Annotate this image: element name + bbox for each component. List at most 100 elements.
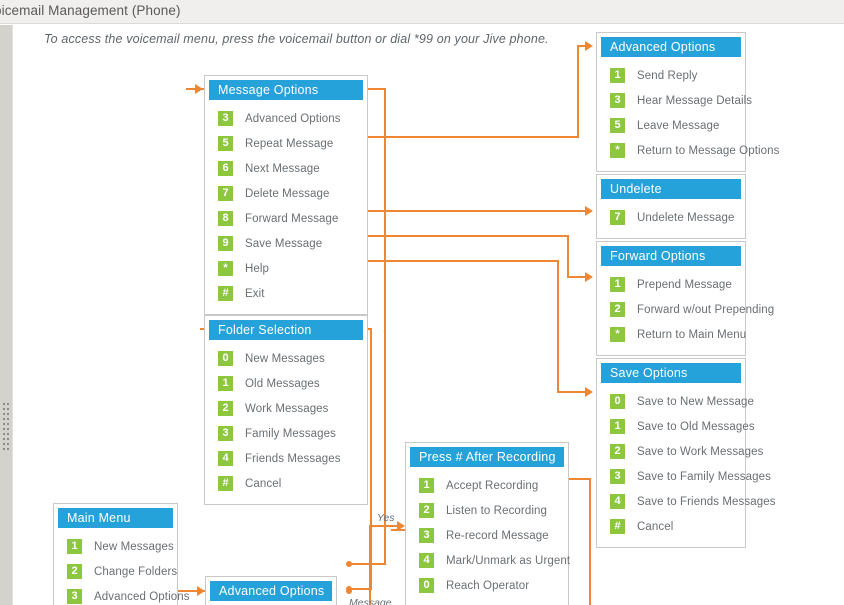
- menu-item-label: Advanced Options: [245, 112, 341, 125]
- box-items-undelete: 7 Undelete Message: [597, 199, 745, 238]
- key-badge: 1: [610, 68, 625, 83]
- connector-new-messages-h1: [349, 563, 385, 565]
- menu-item[interactable]: 5 Repeat Message: [209, 131, 363, 156]
- menu-item-label: Save to New Message: [637, 395, 754, 408]
- menu-item[interactable]: 7 Delete Message: [209, 181, 363, 206]
- menu-item[interactable]: 1 Prepend Message: [601, 272, 741, 297]
- menu-item[interactable]: 1 New Messages: [58, 534, 174, 559]
- connector-accept-recording-v: [589, 478, 591, 605]
- menu-item-label: Change Folders: [94, 565, 178, 578]
- connector-press-box-left-stub: [391, 529, 405, 531]
- menu-item[interactable]: # Cancel: [601, 514, 741, 539]
- menu-item-label: Next Message: [245, 162, 320, 175]
- menu-item[interactable]: 3 Advanced Options: [209, 106, 363, 131]
- menu-item[interactable]: 3 Save to Family Messages: [601, 464, 771, 489]
- edge-label-message: Message: [349, 597, 392, 605]
- menu-item[interactable]: 9 Save Message: [209, 231, 363, 256]
- menu-item[interactable]: 0 Save to New Message: [601, 389, 754, 414]
- splitter-grip-handle[interactable]: [3, 403, 9, 453]
- connector-advanced-top-v: [577, 45, 579, 138]
- menu-item-label: Reach Operator: [446, 579, 530, 592]
- box-advanced-options-top[interactable]: Advanced Options 1 Send Reply 3 Hear Mes…: [596, 32, 779, 172]
- menu-item-label: New Messages: [245, 352, 325, 365]
- box-items-main-menu: 1 New Messages 2 Change Folders 3 Advanc…: [54, 528, 189, 605]
- box-title-main-menu: Main Menu: [58, 508, 173, 528]
- key-badge: #: [218, 476, 233, 491]
- key-badge: #: [218, 286, 233, 301]
- menu-item[interactable]: * Return to Main Menu: [601, 322, 746, 347]
- connector-message-v: [369, 525, 371, 605]
- connector-arrow-advanced-options-top: [585, 41, 593, 51]
- menu-item-label: Save to Family Messages: [637, 470, 771, 483]
- box-message-options[interactable]: Message Options 3 Advanced Options 5 Rep…: [204, 75, 368, 315]
- page-subtitle: To access the voicemail menu, press the …: [44, 32, 549, 46]
- box-undelete[interactable]: Undelete 7 Undelete Message: [596, 174, 746, 239]
- menu-item-label: Advanced Options: [94, 590, 190, 603]
- key-badge: 3: [610, 469, 625, 484]
- key-badge: 0: [419, 578, 434, 593]
- menu-item[interactable]: 3 Hear Message Details: [601, 88, 752, 113]
- menu-item[interactable]: 2 Change Folders: [58, 559, 177, 584]
- box-folder-selection[interactable]: Folder Selection 0 New Messages 1 Old Me…: [204, 315, 368, 505]
- menu-item[interactable]: 1 Accept Recording: [410, 473, 564, 498]
- box-forward-options[interactable]: Forward Options 1 Prepend Message 2 Forw…: [596, 241, 774, 356]
- box-save-options[interactable]: Save Options 0 Save to New Message 1 Sav…: [596, 358, 775, 548]
- menu-item[interactable]: 3 Family Messages: [209, 421, 363, 446]
- menu-item[interactable]: * Help: [209, 256, 363, 281]
- menu-item-label: Old Messages: [245, 377, 320, 390]
- menu-item[interactable]: 7 Undelete Message: [601, 205, 741, 230]
- key-badge: 1: [67, 539, 82, 554]
- menu-item[interactable]: 1 Save to Old Messages: [601, 414, 755, 439]
- menu-item[interactable]: 8 Forward Message: [209, 206, 363, 231]
- menu-item[interactable]: * Return to Message Options: [601, 138, 779, 163]
- menu-item[interactable]: 2 Listen to Recording: [410, 498, 564, 523]
- key-badge: 4: [419, 553, 434, 568]
- connector-arrow-forward-options: [585, 272, 593, 282]
- left-splitter-rail[interactable]: [0, 25, 12, 605]
- box-press-after-recording[interactable]: Press # After Recording 1 Accept Recordi…: [405, 442, 570, 605]
- key-badge: 1: [610, 419, 625, 434]
- key-badge: 8: [218, 211, 233, 226]
- key-badge: 2: [610, 302, 625, 317]
- key-badge: 1: [419, 478, 434, 493]
- menu-item[interactable]: 2 Work Messages: [209, 396, 363, 421]
- menu-item[interactable]: 2 Save to Work Messages: [601, 439, 763, 464]
- menu-item[interactable]: 3 Re-record Message: [410, 523, 564, 548]
- menu-item[interactable]: # Cancel: [209, 471, 363, 496]
- key-badge: 0: [218, 351, 233, 366]
- menu-item-label: Save to Old Messages: [637, 420, 755, 433]
- diagram-canvas: To access the voicemail menu, press the …: [12, 25, 844, 605]
- menu-item-label: Return to Message Options: [637, 144, 780, 157]
- menu-item[interactable]: 4 Mark/Unmark as Urgent: [410, 548, 570, 573]
- connector-advanced-top-h2: [577, 45, 589, 47]
- menu-item-label: Hear Message Details: [637, 94, 753, 107]
- key-badge: 2: [67, 564, 82, 579]
- connector-save-message-h1: [321, 260, 559, 262]
- menu-item-label: Save to Friends Messages: [637, 495, 776, 508]
- box-main-menu[interactable]: Main Menu 1 New Messages 2 Change Folder…: [53, 503, 189, 605]
- menu-item[interactable]: 2 Forward w/out Prepending: [601, 297, 774, 322]
- key-badge: 4: [218, 451, 233, 466]
- menu-item[interactable]: 0 Reach Operator: [410, 573, 564, 598]
- menu-item[interactable]: # Exit: [209, 281, 363, 306]
- key-badge: 2: [218, 401, 233, 416]
- menu-item-label: Undelete Message: [637, 211, 735, 224]
- menu-item[interactable]: 0 New Messages: [209, 346, 363, 371]
- box-advanced-options-bottom[interactable]: Advanced Options: [205, 576, 337, 605]
- connector-arrow-save-options: [585, 387, 593, 397]
- menu-item[interactable]: 1 Send Reply: [601, 63, 741, 88]
- menu-item[interactable]: 4 Friends Messages: [209, 446, 363, 471]
- menu-item-label: Listen to Recording: [446, 504, 547, 517]
- key-badge: 3: [218, 111, 233, 126]
- connector-forward-message-h1: [321, 235, 569, 237]
- menu-item-label: New Messages: [94, 540, 174, 553]
- menu-item[interactable]: 1 Old Messages: [209, 371, 363, 396]
- key-badge: 9: [218, 236, 233, 251]
- key-badge: #: [610, 519, 625, 534]
- menu-item[interactable]: 5 Leave Message: [601, 113, 741, 138]
- menu-item[interactable]: 6 Next Message: [209, 156, 363, 181]
- connector-change-folders-v: [370, 328, 372, 590]
- menu-item[interactable]: 3 Advanced Options: [58, 584, 189, 605]
- connector-yes-h: [369, 525, 401, 527]
- menu-item[interactable]: 4 Save to Friends Messages: [601, 489, 775, 514]
